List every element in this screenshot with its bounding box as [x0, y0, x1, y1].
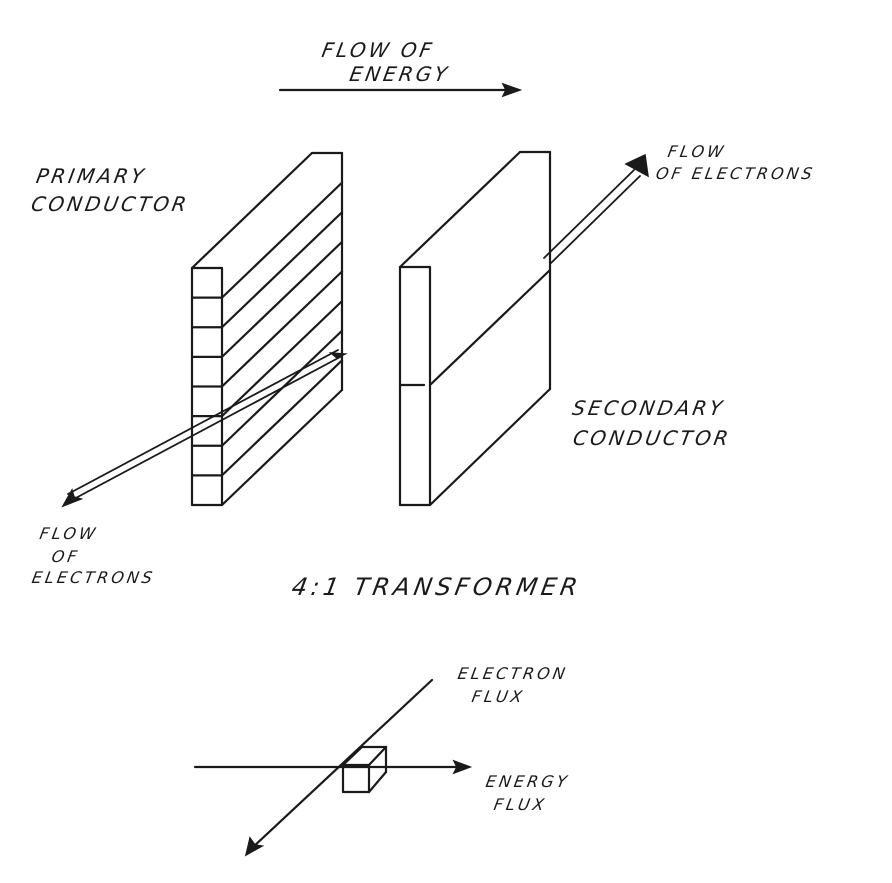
primary-label-line1: PRIMARY: [34, 164, 149, 188]
energy-flux-line1: ENERGY: [484, 772, 572, 791]
flow-left-line1: FLOW: [38, 524, 100, 543]
energy-flux-line2: FLUX: [492, 795, 549, 814]
primary-turn-side-edge: [220, 240, 344, 358]
transformer-caption: 4:1 TRANSFORMER: [289, 573, 584, 601]
primary-conductor: [190, 151, 344, 507]
primary-electron-flow-label: FLOW OF ELECTRONS: [30, 524, 164, 587]
energy-flow-arrow: [278, 82, 523, 98]
electron-flux-label: ELECTRON FLUX: [452, 664, 569, 706]
primary-turn-side-edge: [220, 211, 344, 329]
secondary-conductor: [398, 150, 552, 507]
secondary-conductor-label: SECONDARY CONDUCTOR: [565, 396, 738, 450]
flow-right-line1: FLOW: [666, 142, 728, 161]
electron-flux-line2: FLUX: [470, 687, 527, 706]
secondary-electron-flow-arrow: [543, 153, 649, 265]
secondary-label-line1: SECONDARY: [570, 396, 727, 420]
flow-of-energy-label: FLOW OF ENERGY: [316, 38, 456, 86]
flow-of-energy-line1: FLOW OF: [320, 38, 437, 62]
primary-turn-lines: [190, 181, 344, 477]
flow-left-line3: ELECTRONS: [30, 568, 157, 587]
primary-conductor-label: PRIMARY CONDUCTOR: [29, 164, 196, 216]
flow-left-line2: OF: [50, 547, 82, 566]
energy-flux-label: ENERGY FLUX: [480, 772, 571, 814]
primary-turn-side-edge: [220, 359, 344, 477]
flux-diagram: [193, 678, 473, 857]
flow-of-energy-line2: ENERGY: [347, 62, 452, 86]
primary-electron-flow-arrow: [61, 349, 348, 508]
primary-label-line2: CONDUCTOR: [29, 192, 192, 216]
electron-flux-line1: ELECTRON: [456, 664, 570, 683]
primary-turn-side-edge: [220, 270, 344, 388]
flow-right-line2: OF ELECTRONS: [654, 164, 817, 183]
primary-turn-side-edge: [220, 300, 344, 418]
primary-turn-side-edge: [220, 181, 344, 299]
secondary-label-line2: CONDUCTOR: [571, 426, 734, 450]
secondary-electron-flow-label: FLOW OF ELECTRONS: [654, 142, 820, 183]
